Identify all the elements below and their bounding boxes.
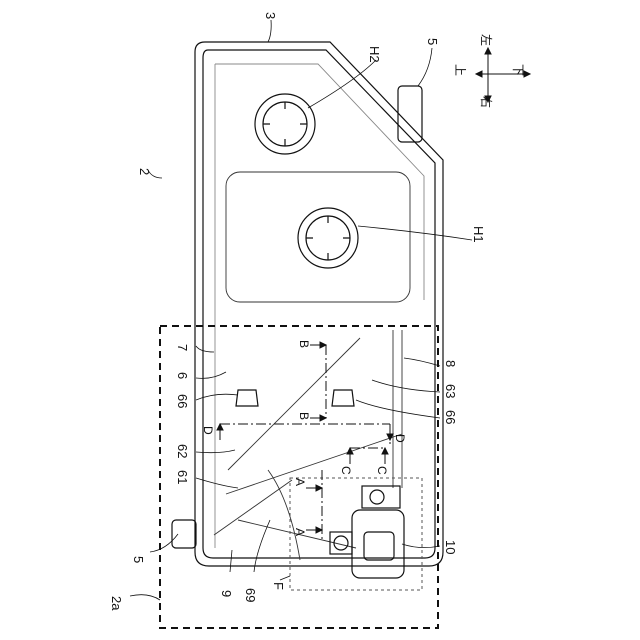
section-mark-c-left: C (339, 466, 353, 475)
label-part-69: 69 (243, 588, 258, 602)
section-mark-b-bottom: B (297, 412, 311, 420)
direction-up-label: 上 (453, 64, 467, 76)
label-h2: H2 (367, 46, 382, 63)
hole-h2 (255, 94, 315, 154)
label-unit-10: 10 (443, 540, 458, 554)
slope-line (214, 480, 292, 535)
label-assembly: 2 (137, 168, 152, 175)
direction-right-label: 右 (479, 96, 494, 108)
section-mark-d-right: D (393, 434, 407, 443)
label-panel-6: 6 (175, 372, 190, 379)
label-assembly-sub: 2a (109, 596, 124, 611)
plate-inner-outline (203, 50, 435, 558)
sensor-top (362, 486, 400, 508)
sensor-top-dot (370, 490, 384, 504)
diagonal-61 (226, 434, 402, 494)
label-part-62: 62 (175, 444, 190, 458)
section-mark-a-bottom: A (293, 528, 307, 536)
section-mark-d-left: D (201, 426, 215, 435)
label-bracket-bottom: 5 (131, 556, 146, 563)
label-region-f: F (271, 582, 286, 590)
part-66-left (236, 390, 258, 406)
plate-rim-line (215, 64, 424, 300)
part-66-right (332, 390, 354, 406)
section-mark-c-right: C (375, 466, 389, 475)
label-h1: H1 (471, 226, 486, 243)
label-part-66-right: 66 (443, 410, 458, 424)
section-mark-a-top: A (293, 478, 307, 486)
direction-left-label: 左 (479, 34, 494, 46)
label-part-66-left: 66 (175, 394, 190, 408)
leader-lines (130, 20, 472, 600)
section-arrows (217, 342, 393, 533)
label-cover-3: 3 (263, 12, 278, 19)
region-2a-box (160, 326, 438, 628)
label-edge-8: 8 (443, 360, 458, 367)
unit-10-body (352, 510, 404, 578)
label-bracket-top: 5 (425, 38, 440, 45)
section-mark-b-top: B (297, 340, 311, 348)
label-part-61: 61 (175, 470, 190, 484)
label-frame-9: 9 (219, 590, 234, 597)
unit-10-inner (364, 532, 394, 560)
bracket-bottom (172, 520, 196, 548)
region-f-box (290, 478, 422, 590)
recess-window (226, 172, 410, 302)
diagonal-62 (228, 338, 360, 470)
label-part-63: 63 (443, 384, 458, 398)
label-rib-7: 7 (175, 344, 190, 351)
hole-h1 (298, 208, 358, 268)
direction-down-label: 下 (511, 64, 525, 76)
